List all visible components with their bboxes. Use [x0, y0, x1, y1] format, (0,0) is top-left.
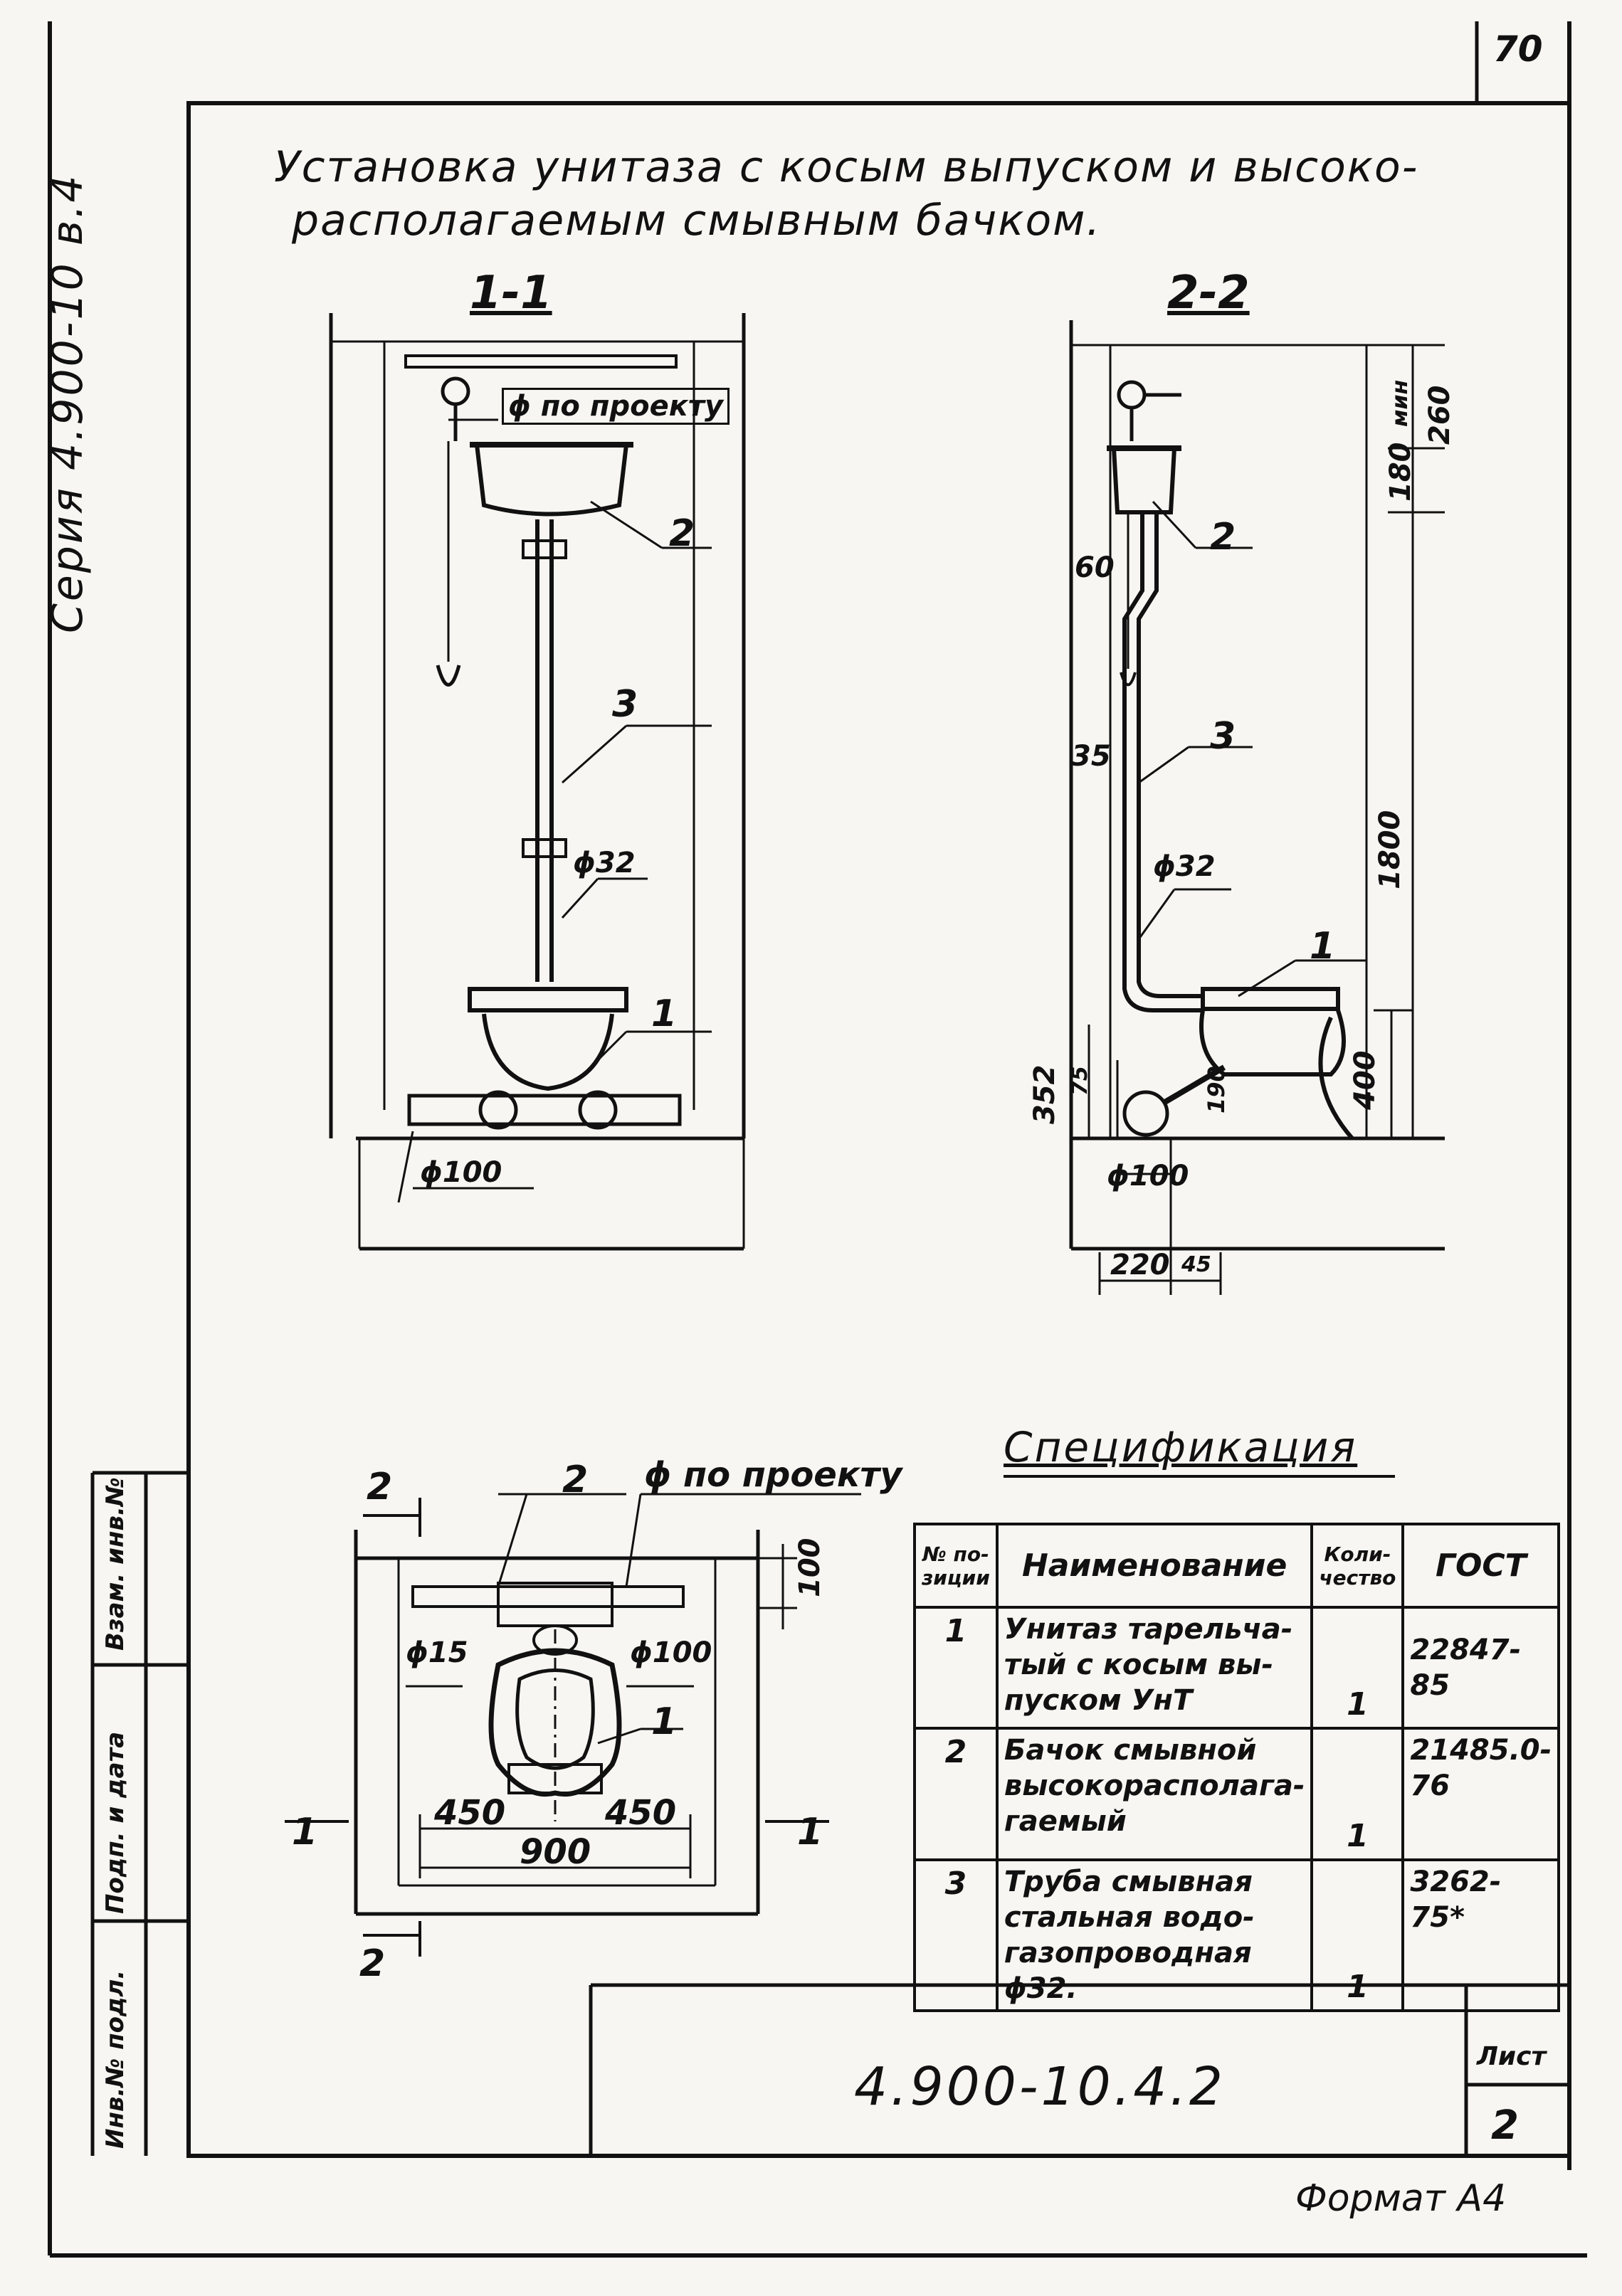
plan-cut-right: 1: [797, 1811, 823, 1853]
page-number: 70: [1493, 28, 1543, 70]
section-2-2-drawing: [1069, 320, 1445, 1295]
plan-callout-tank: 2: [562, 1459, 589, 1501]
dim-260: 260: [1423, 385, 1456, 445]
plan-cut-label-bottom: 2: [359, 1942, 386, 1985]
spec-pos: 1: [913, 1606, 999, 1730]
callout-bowl-1-1: 1: [651, 993, 678, 1035]
plan-dim-900: 900: [520, 1832, 591, 1872]
sheet-number: 2: [1491, 2102, 1519, 2149]
drawing-title-line2: располагаемым смывным бачком.: [292, 196, 1102, 245]
spec-header-quantity: Коли-чество: [1310, 1523, 1405, 1609]
dim-45: 45: [1181, 1252, 1211, 1277]
spec-header-name: Наименование: [995, 1523, 1314, 1609]
spec-name: Унитаз тарельча-тый с косым вы-пуском Ун…: [995, 1606, 1314, 1730]
plan-dim-450-right: 450: [605, 1793, 677, 1833]
plan-diameter-100: ϕ100: [630, 1636, 712, 1669]
callout-tank-2-2: 2: [1210, 516, 1236, 559]
dim-400: 400: [1349, 1050, 1381, 1111]
callout-pipe-1-1: 3: [612, 683, 638, 726]
dim-60: 60: [1075, 551, 1115, 584]
dim-190: 190: [1203, 1066, 1230, 1113]
spec-header-position: № по-зиции: [913, 1523, 999, 1609]
spec-name: Бачок смывной высокорасполага-гаемый: [995, 1727, 1314, 1861]
spec-gost: 21485.0-76: [1401, 1727, 1561, 1861]
specification-title: Спецификация: [1004, 1423, 1358, 1471]
plan-diameter-15: ϕ15: [406, 1636, 468, 1669]
spec-pos: 3: [913, 1858, 999, 2012]
diameter-32-2-2: ϕ32: [1153, 850, 1216, 883]
table-row: 3 Труба смывная стальная водо-газопровод…: [913, 1858, 1561, 2012]
diameter-100-1-1: ϕ100: [420, 1156, 502, 1189]
stamp-inv-dup: Взам. инв.№: [101, 1477, 130, 1651]
spec-qty: 1: [1310, 1727, 1405, 1861]
format-label: Формат А4: [1295, 2177, 1507, 2220]
dim-352: 352: [1028, 1064, 1061, 1125]
plan-drawing: [285, 1493, 861, 1957]
dim-1800: 1800: [1374, 810, 1406, 889]
callout-bowl-2-2: 1: [1310, 925, 1336, 968]
spec-pos: 2: [913, 1727, 999, 1861]
callout-pipe-2-2: 3: [1210, 715, 1236, 758]
pipe-note-1-1: ϕ по проекту: [502, 388, 730, 425]
specification-table: № по-зиции Наименование Коли-чество ГОСТ…: [913, 1523, 1561, 2012]
table-row: 1 Унитаз тарельча-тый с косым вы-пуском …: [913, 1606, 1561, 1730]
drawing-title-line1: Установка унитаза с косым выпуском и выс…: [274, 142, 1419, 192]
plan-cut-left: 1: [292, 1811, 318, 1853]
plan-dim-100: 100: [794, 1538, 826, 1598]
spec-qty: 1: [1310, 1606, 1405, 1730]
plan-cut-label-top: 2: [367, 1466, 393, 1508]
dim-180: 180: [1384, 442, 1417, 502]
callout-tank-1-1: 2: [669, 512, 695, 555]
plan-callout-bowl: 1: [651, 1700, 678, 1743]
section-1-1-label: 1-1: [470, 267, 552, 319]
spec-name: Труба смывная стальная водо-газопроводна…: [995, 1858, 1314, 2012]
sheet-label: Лист: [1477, 2042, 1547, 2071]
dim-75: 75: [1068, 1066, 1092, 1096]
spec-header-row: № по-зиции Наименование Коли-чество ГОСТ: [913, 1523, 1561, 1609]
spec-gost: 22847-85: [1401, 1606, 1561, 1730]
spec-gost: 3262-75*: [1401, 1858, 1561, 2012]
diameter-100-2-2: ϕ100: [1107, 1160, 1189, 1192]
diameter-32-1-1: ϕ32: [573, 847, 636, 879]
dim-220: 220: [1110, 1249, 1170, 1281]
series-label: Серия 4.900-10 в.4: [43, 173, 93, 634]
dim-min: мин: [1388, 379, 1413, 427]
section-2-2-label: 2-2: [1167, 267, 1250, 319]
dim-35: 35: [1071, 740, 1111, 773]
spec-header-standard: ГОСТ: [1401, 1523, 1561, 1609]
spec-qty: 1: [1310, 1858, 1405, 2012]
stamp-sign-date: Подп. и дата: [101, 1731, 130, 1914]
document-code: 4.900-10.4.2: [854, 2056, 1226, 2117]
plan-pipe-note: ϕ по проекту: [644, 1455, 902, 1495]
plan-dim-450-left: 450: [434, 1793, 506, 1833]
table-row: 2 Бачок смывной высокорасполага-гаемый 1…: [913, 1727, 1561, 1861]
section-1-1-drawing: [329, 313, 746, 1251]
stamp-inv-orig: Инв.№ подл.: [101, 1969, 130, 2149]
